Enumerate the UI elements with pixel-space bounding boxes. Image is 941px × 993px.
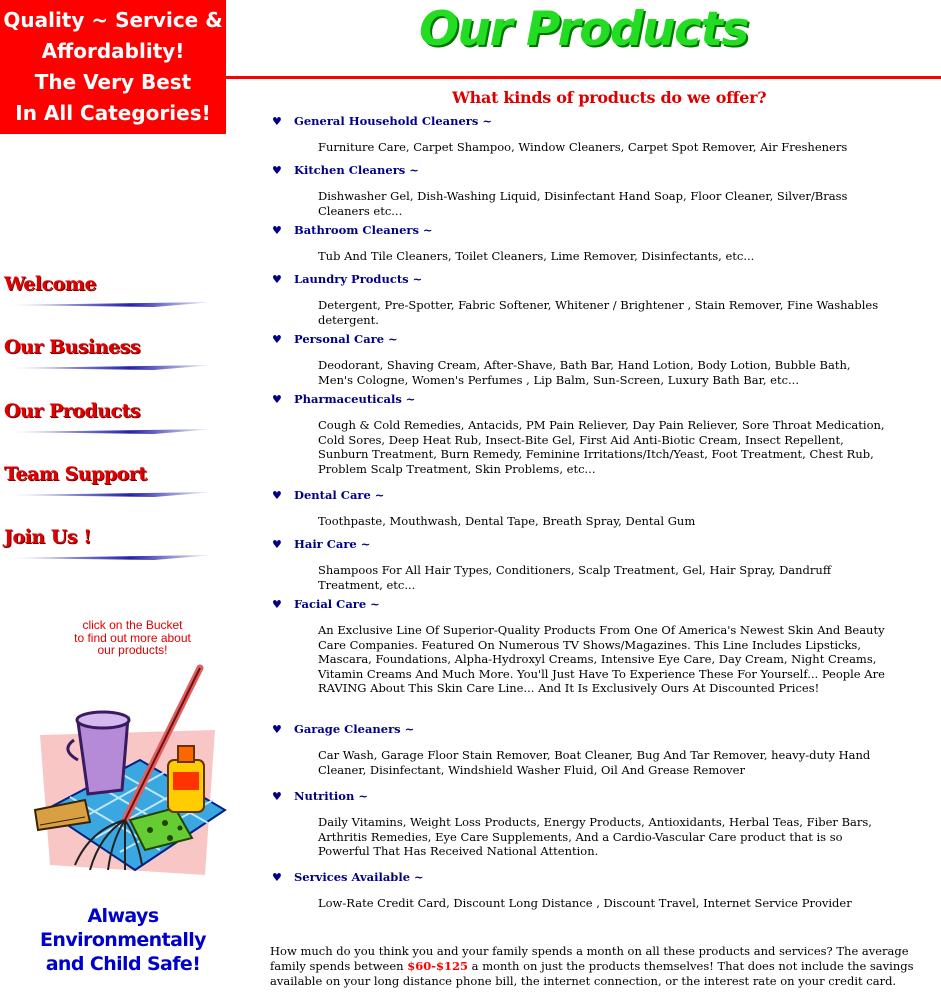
category-kitchen-cleaners: ♥ Kitchen Cleaners ~ Dishwasher Gel, Dish…	[272, 163, 912, 218]
category-items: Tub And Tile Cleaners, Toilet Cleaners, …	[318, 249, 755, 263]
category-general-household: ♥ General Household Cleaners ~ Furniture …	[272, 114, 912, 155]
category-heading: ♥ Dental Care ~	[272, 488, 912, 502]
category-heading: ♥ Garage Cleaners ~	[272, 722, 912, 736]
slogan-line: Quality ~ Service &	[3, 8, 223, 32]
nav-swoosh-decoration	[4, 302, 214, 307]
environment-slogan-line: and Child Safe!	[45, 953, 201, 975]
page-subtitle: What kinds of products do we offer?	[452, 88, 767, 107]
environment-slogan-line: Always Environmentally	[40, 905, 206, 951]
heart-bullet-icon: ♥	[272, 538, 282, 551]
bucket-hint-line: our products!	[97, 643, 168, 657]
nav-link-team-support[interactable]: Team Support	[4, 463, 224, 509]
category-personal-care: ♥ Personal Care ~ Deodorant, Shaving Crea…	[272, 332, 912, 387]
heart-bullet-icon: ♥	[272, 224, 282, 237]
category-name: Hair Care ~	[294, 537, 371, 551]
nav-swoosh-decoration	[4, 429, 214, 434]
category-bathroom-cleaners: ♥ Bathroom Cleaners ~ Tub And Tile Cleane…	[272, 223, 912, 264]
category-heading: ♥ Kitchen Cleaners ~	[272, 163, 912, 177]
category-heading: ♥ Hair Care ~	[272, 537, 912, 551]
bucket-hint-line: click on the Bucket	[82, 618, 183, 632]
category-laundry-products: ♥ Laundry Products ~ Detergent, Pre-Spott…	[272, 272, 912, 327]
category-heading: ♥ Pharmaceuticals ~	[272, 392, 912, 406]
nav-label: Our Products	[4, 400, 141, 422]
category-items: Shampoos For All Hair Types, Conditioner…	[318, 563, 831, 592]
nav-label: Our Business	[4, 336, 141, 358]
category-name: Garage Cleaners ~	[294, 722, 415, 736]
category-items: Low-Rate Credit Card, Discount Long Dist…	[318, 896, 852, 910]
category-heading: ♥ Nutrition ~	[272, 789, 912, 803]
nav-swoosh-decoration	[4, 555, 214, 560]
category-heading: ♥ General Household Cleaners ~	[272, 114, 912, 128]
nav-link-our-business[interactable]: Our Business	[4, 336, 224, 382]
category-name: Kitchen Cleaners ~	[294, 163, 419, 177]
savings-paragraph: How much do you think you and your famil…	[270, 944, 935, 988]
category-hair-care: ♥ Hair Care ~ Shampoos For All Hair Types…	[272, 537, 912, 592]
heart-bullet-icon: ♥	[272, 871, 282, 884]
category-facial-care: ♥ Facial Care ~ An Exclusive Line Of Supe…	[272, 597, 912, 696]
price-range: $60-$125	[407, 958, 469, 973]
category-heading: ♥ Bathroom Cleaners ~	[272, 223, 912, 237]
nav-swoosh-decoration	[4, 492, 214, 497]
page-header: Our Products	[226, 0, 941, 79]
category-services-available: ♥ Services Available ~ Low-Rate Credit Ca…	[272, 870, 912, 911]
category-items: Detergent, Pre-Spotter, Fabric Softener,…	[318, 298, 879, 327]
heart-bullet-icon: ♥	[272, 393, 282, 406]
slogan-line: In All Categories!	[15, 101, 211, 125]
page-title: Our Products	[419, 2, 749, 57]
category-heading: ♥ Laundry Products ~	[272, 272, 912, 286]
category-heading: ♥ Services Available ~	[272, 870, 912, 884]
category-items: An Exclusive Line Of Superior-Quality Pr…	[318, 623, 885, 695]
category-pharmaceuticals: ♥ Pharmaceuticals ~ Cough & Cold Remedies…	[272, 392, 912, 476]
left-sidebar: Quality ~ Service & Affordablity! The Ve…	[0, 0, 230, 993]
nav-swoosh-decoration	[4, 365, 214, 370]
category-items: Furniture Care, Carpet Shampoo, Window C…	[318, 140, 848, 154]
nav-label: Welcome	[4, 273, 97, 295]
category-items: Daily Vitamins, Weight Loss Products, En…	[318, 815, 872, 858]
heart-bullet-icon: ♥	[272, 723, 282, 736]
category-items: Cough & Cold Remedies, Antacids, PM Pain…	[318, 418, 885, 476]
category-name: Facial Care ~	[294, 597, 380, 611]
heart-bullet-icon: ♥	[272, 790, 282, 803]
heart-bullet-icon: ♥	[272, 489, 282, 502]
category-nutrition: ♥ Nutrition ~ Daily Vitamins, Weight Loss…	[272, 789, 912, 859]
category-name: Dental Care ~	[294, 488, 385, 502]
savings-text: a month on just the products themselves!…	[270, 958, 914, 988]
nav-label: Team Support	[4, 463, 147, 485]
bucket-hint: click on the Bucket to find out more abo…	[60, 619, 205, 657]
environment-slogan: Always Environmentally and Child Safe!	[12, 904, 234, 976]
category-name: Nutrition ~	[294, 789, 368, 803]
category-items: Toothpaste, Mouthwash, Dental Tape, Brea…	[318, 514, 696, 528]
category-name: Pharmaceuticals ~	[294, 392, 416, 406]
category-items: Dishwasher Gel, Dish-Washing Liquid, Dis…	[318, 189, 848, 218]
heart-bullet-icon: ♥	[272, 598, 282, 611]
heart-bullet-icon: ♥	[272, 164, 282, 177]
heart-bullet-icon: ♥	[272, 333, 282, 346]
nav-link-welcome[interactable]: Welcome	[4, 273, 224, 319]
bucket-hint-line: to find out more about	[74, 630, 191, 645]
nav-link-our-products[interactable]: Our Products	[4, 400, 224, 446]
category-heading: ♥ Personal Care ~	[272, 332, 912, 346]
slogan-banner: Quality ~ Service & Affordablity! The Ve…	[0, 0, 226, 134]
category-name: General Household Cleaners ~	[294, 114, 492, 128]
category-heading: ♥ Facial Care ~	[272, 597, 912, 611]
category-dental-care: ♥ Dental Care ~ Toothpaste, Mouthwash, De…	[272, 488, 912, 529]
category-garage-cleaners: ♥ Garage Cleaners ~ Car Wash, Garage Floo…	[272, 722, 912, 777]
category-name: Bathroom Cleaners ~	[294, 223, 433, 237]
heart-bullet-icon: ♥	[272, 115, 282, 128]
nav-link-join-us[interactable]: Join Us !	[4, 526, 224, 572]
category-items: Car Wash, Garage Floor Stain Remover, Bo…	[318, 748, 871, 777]
category-name: Services Available ~	[294, 870, 424, 884]
category-name: Personal Care ~	[294, 332, 398, 346]
savings-text: How much do you think you and your famil…	[270, 944, 909, 973]
category-items: Deodorant, Shaving Cream, After-Shave, B…	[318, 358, 851, 387]
cleaning-bucket-icon[interactable]	[30, 660, 230, 880]
slogan-line: The Very Best	[34, 70, 192, 94]
category-name: Laundry Products ~	[294, 272, 423, 286]
heart-bullet-icon: ♥	[272, 273, 282, 286]
slogan-line: Affordablity!	[41, 39, 185, 63]
nav-label: Join Us !	[4, 526, 92, 548]
